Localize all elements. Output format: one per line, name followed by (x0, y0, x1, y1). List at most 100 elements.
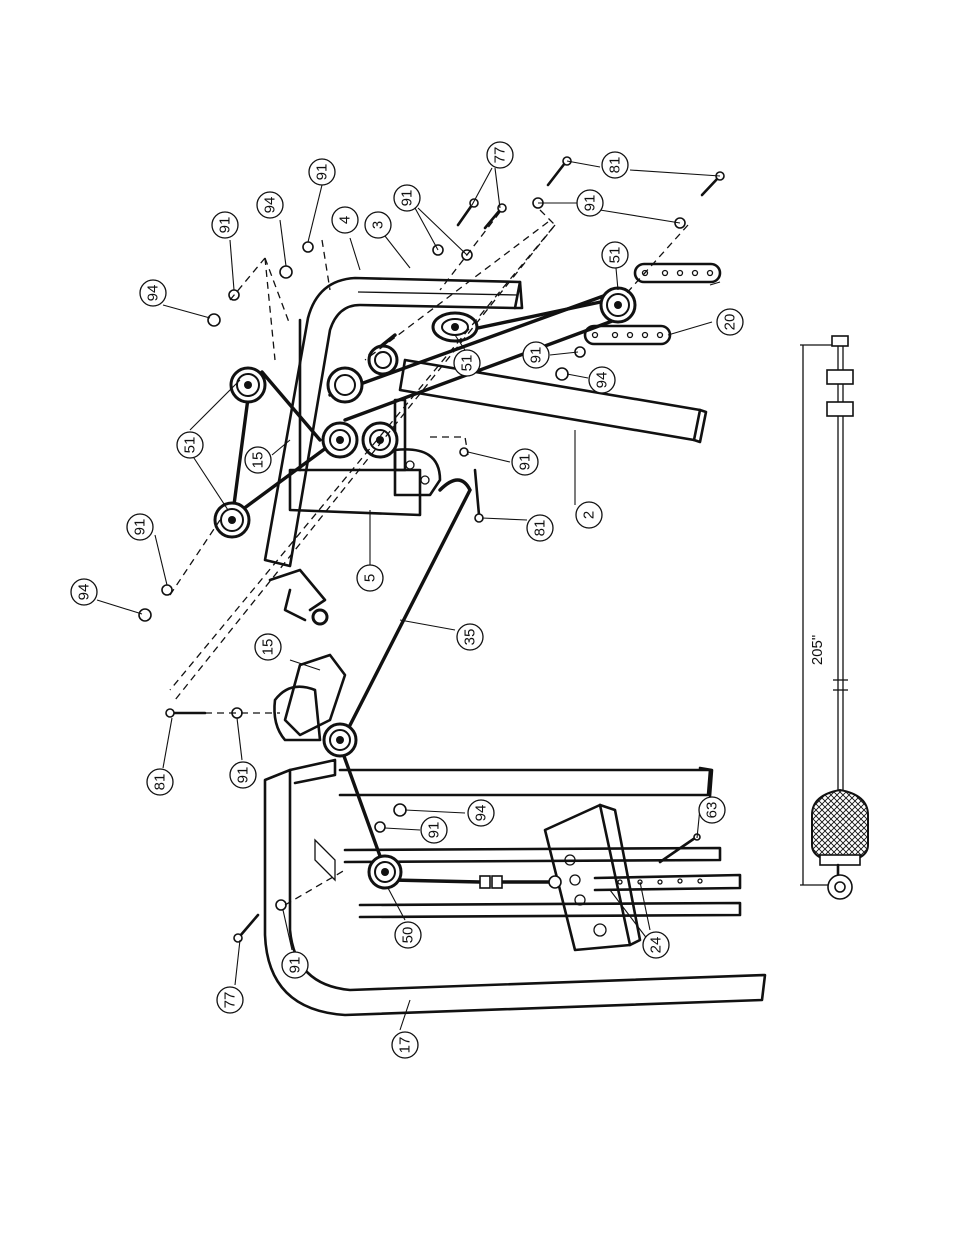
callout-bubble (393, 184, 421, 212)
callout-bubble (308, 158, 336, 186)
callout-15-c-15-top: 15 (244, 446, 272, 474)
frame-upright-part-2 (398, 358, 708, 444)
callout-91-c-91-low: 91 (420, 816, 448, 844)
callout-bubble (356, 564, 384, 592)
callout-bubble (126, 513, 154, 541)
callout-81-c-81-top: 81 (601, 151, 629, 179)
callout-number: 63 (704, 802, 721, 819)
callout-bubble (211, 211, 239, 239)
callout-number: 81 (532, 520, 549, 537)
callout-number: 3 (370, 221, 387, 229)
callout-bubble (642, 931, 670, 959)
callout-63-c-63: 63 (698, 796, 726, 824)
cable-length-label: 205" (809, 635, 826, 665)
callout-24-c-24: 24 (642, 931, 670, 959)
bolt-77-bottom (233, 913, 260, 943)
callout-number: 4 (337, 216, 354, 224)
pulley-51-right (599, 286, 637, 324)
callout-number: 24 (648, 937, 665, 954)
callout-bubble (216, 986, 244, 1014)
callout-bubble (716, 308, 744, 336)
callout-number: 77 (222, 992, 239, 1009)
callout-number: 50 (400, 927, 417, 944)
callout-bubble (576, 189, 604, 217)
bracket-plate-part-5 (288, 318, 442, 517)
callout-bubble (522, 341, 550, 369)
callout-94-c-94-top: 94 (256, 191, 284, 219)
callout-bubble (486, 141, 514, 169)
callout-number: 51 (182, 437, 199, 454)
bolt-81-center (473, 468, 484, 523)
callout-3-c-3: 3 (364, 211, 392, 239)
callout-bubble (394, 921, 422, 949)
callout-bubble (70, 578, 98, 606)
callout-bubble (511, 448, 539, 476)
callout-number: 91 (582, 195, 599, 212)
callout-51-c-51-left: 51 (176, 431, 204, 459)
callout-91-c-91-top-left: 91 (308, 158, 336, 186)
callout-bubble (281, 951, 309, 979)
callout-number: 91 (287, 957, 304, 974)
callout-bubble (467, 799, 495, 827)
pulley-51-left (213, 501, 251, 539)
callout-number: 20 (722, 314, 739, 331)
callout-bubble (588, 366, 616, 394)
callout-bubble (391, 1031, 419, 1059)
callout-bubble (364, 211, 392, 239)
cable-length-detail (800, 335, 869, 900)
callout-91-c-91-top-left2: 91 (211, 211, 239, 239)
callout-50-c-50: 50 (394, 921, 422, 949)
callout-number: 2 (581, 511, 598, 519)
callout-94-c-94-left-mid: 94 (70, 578, 98, 606)
callout-bubble (139, 279, 167, 307)
callout-77-c-77-bottom: 77 (216, 986, 244, 1014)
bolt-81-left (165, 708, 207, 718)
callout-bubble (601, 151, 629, 179)
callout-number: 91 (132, 519, 149, 536)
callout-94-c-94-low: 94 (467, 799, 495, 827)
cable-end-fitting (479, 875, 562, 889)
callout-91-c-91-left-low: 91 (229, 761, 257, 789)
weight-guide-rods-part-24 (343, 846, 742, 919)
callout-number: 51 (459, 355, 476, 372)
callout-number: 15 (260, 639, 277, 656)
callout-77-c-77-top: 77 (486, 141, 514, 169)
callout-number: 94 (594, 372, 611, 389)
callout-number: 94 (262, 197, 279, 214)
callout-bubble (146, 768, 174, 796)
callout-17-c-17: 17 (391, 1031, 419, 1059)
callout-91-c-91-center: 91 (511, 448, 539, 476)
pulley-51-upper-left (229, 366, 267, 404)
callout-4-c-4: 4 (331, 206, 359, 234)
callout-20-c-20: 20 (716, 308, 744, 336)
callout-91-c-91-top-mid: 91 (393, 184, 421, 212)
pulley-cluster-center (321, 344, 399, 459)
callout-bubble (229, 761, 257, 789)
callout-bubble (420, 816, 448, 844)
callout-bubble (244, 446, 272, 474)
callout-bubble (331, 206, 359, 234)
callout-number: 51 (607, 247, 624, 264)
pulley-mid-upper (322, 722, 358, 758)
callout-number: 77 (492, 147, 509, 164)
callout-number: 5 (362, 574, 379, 582)
pulley-guard-part-15 (273, 653, 347, 742)
callout-35-c-35: 35 (456, 623, 484, 651)
callout-94-c-94-right-mid: 94 (588, 366, 616, 394)
callout-number: 81 (152, 774, 169, 791)
callout-bubble (698, 796, 726, 824)
callout-5-c-5: 5 (356, 564, 384, 592)
callout-51-c-51-center: 51 (453, 349, 481, 377)
pulley-51-center (431, 311, 479, 343)
callout-91-c-91-left-mid: 91 (126, 513, 154, 541)
callout-91-c-91-right-mid: 91 (522, 341, 550, 369)
callout-bubble (176, 431, 204, 459)
callout-number: 94 (145, 285, 162, 302)
callout-bubble (456, 623, 484, 651)
callout-number: 17 (397, 1037, 414, 1054)
callout-number: 94 (76, 584, 93, 601)
callout-15-c-15-mid: 15 (254, 633, 282, 661)
callout-number: 91 (517, 454, 534, 471)
callout-91-c-91-top-right: 91 (576, 189, 604, 217)
assembly-guide-lines (169, 209, 689, 906)
